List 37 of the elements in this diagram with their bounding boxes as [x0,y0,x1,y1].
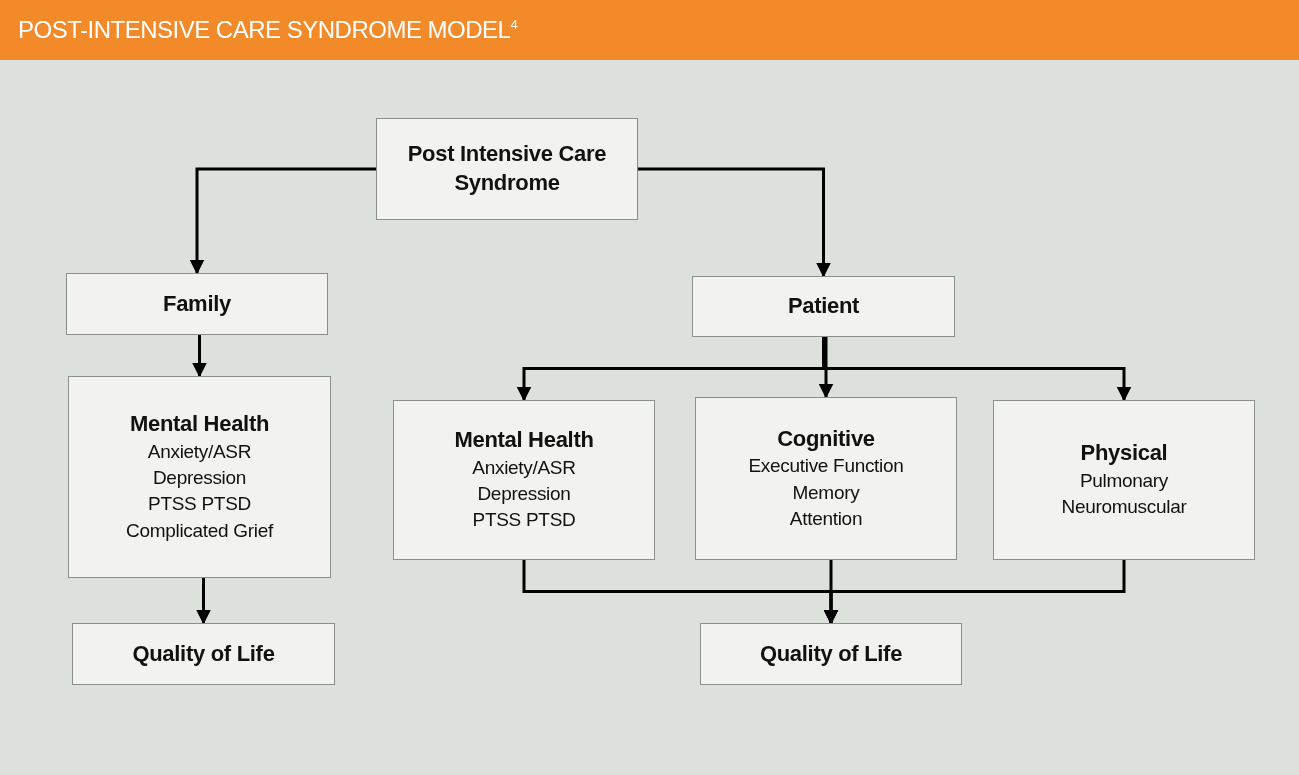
arrow [818,337,834,399]
text-box [72,623,335,685]
text-box [376,118,638,220]
list-item: PTSS PTSD [148,492,251,517]
list-item: Neuromuscular [1061,495,1187,520]
list-item: Anxiety/ASR [472,455,576,480]
text-box [393,400,655,560]
text-box [692,276,955,337]
arrow [823,560,1126,625]
arrow [638,167,831,278]
box-heading: Quality of Life [759,639,903,668]
text-box [993,400,1255,560]
text-box [68,376,331,578]
list-item: Memory [792,480,860,505]
text-box [700,623,962,685]
title: POST-INTENSIVE CARE SYNDROME MODEL$^{4}$ [18,16,518,44]
list-item: PTSS PTSD [472,508,576,533]
list-item: Attention [789,506,863,531]
box-heading: Family [163,289,231,318]
text-box [695,397,957,560]
text-box [66,273,328,335]
list-item: Anxiety/ASR [147,439,252,464]
list-item: Complicated Grief [126,518,273,543]
box-heading: Mental Health [454,426,594,455]
arrow [189,167,376,275]
box-heading: Patient [787,292,860,321]
box-heading: Post Intensive Care Syndrome [406,140,608,197]
list-item: Depression [152,466,247,491]
box-heading: Quality of Life [132,639,275,668]
box-heading: Mental Health [129,410,270,439]
list-item: Pulmonary [1079,469,1169,494]
list-item: Executive Function [748,454,904,479]
arrow [192,335,207,378]
list-item: Depression [477,482,571,507]
arrow [196,578,211,625]
box-heading: Physical [1080,439,1168,468]
box-heading: Cognitive [777,424,875,453]
